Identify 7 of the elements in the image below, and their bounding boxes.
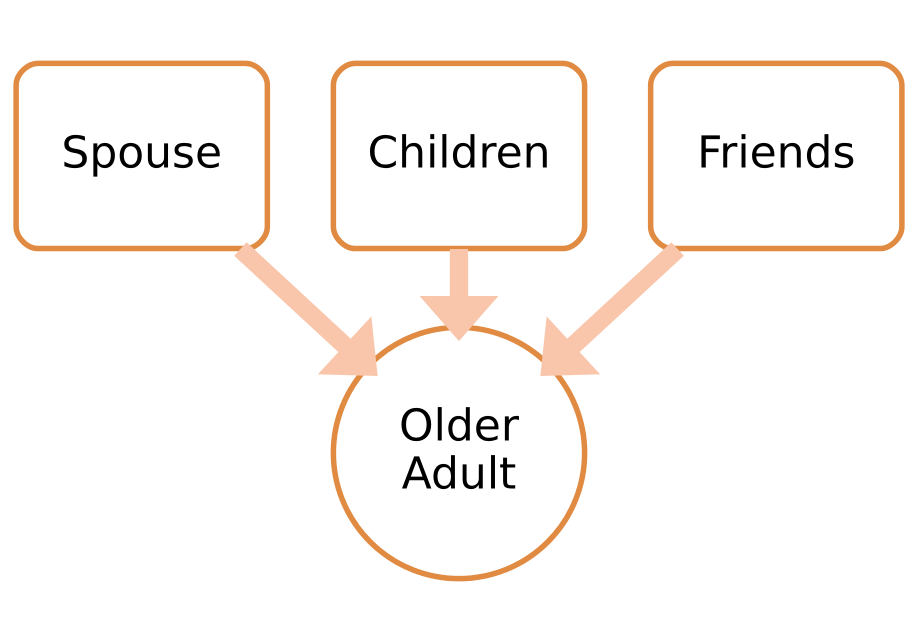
arrow	[540, 242, 684, 376]
node-circle: Older Adult	[330, 324, 588, 581]
arrow	[234, 242, 378, 376]
node-box: Children	[330, 60, 588, 251]
node-box: Spouse	[13, 60, 270, 251]
node-box: Friends	[648, 60, 905, 251]
arrow	[420, 248, 498, 341]
